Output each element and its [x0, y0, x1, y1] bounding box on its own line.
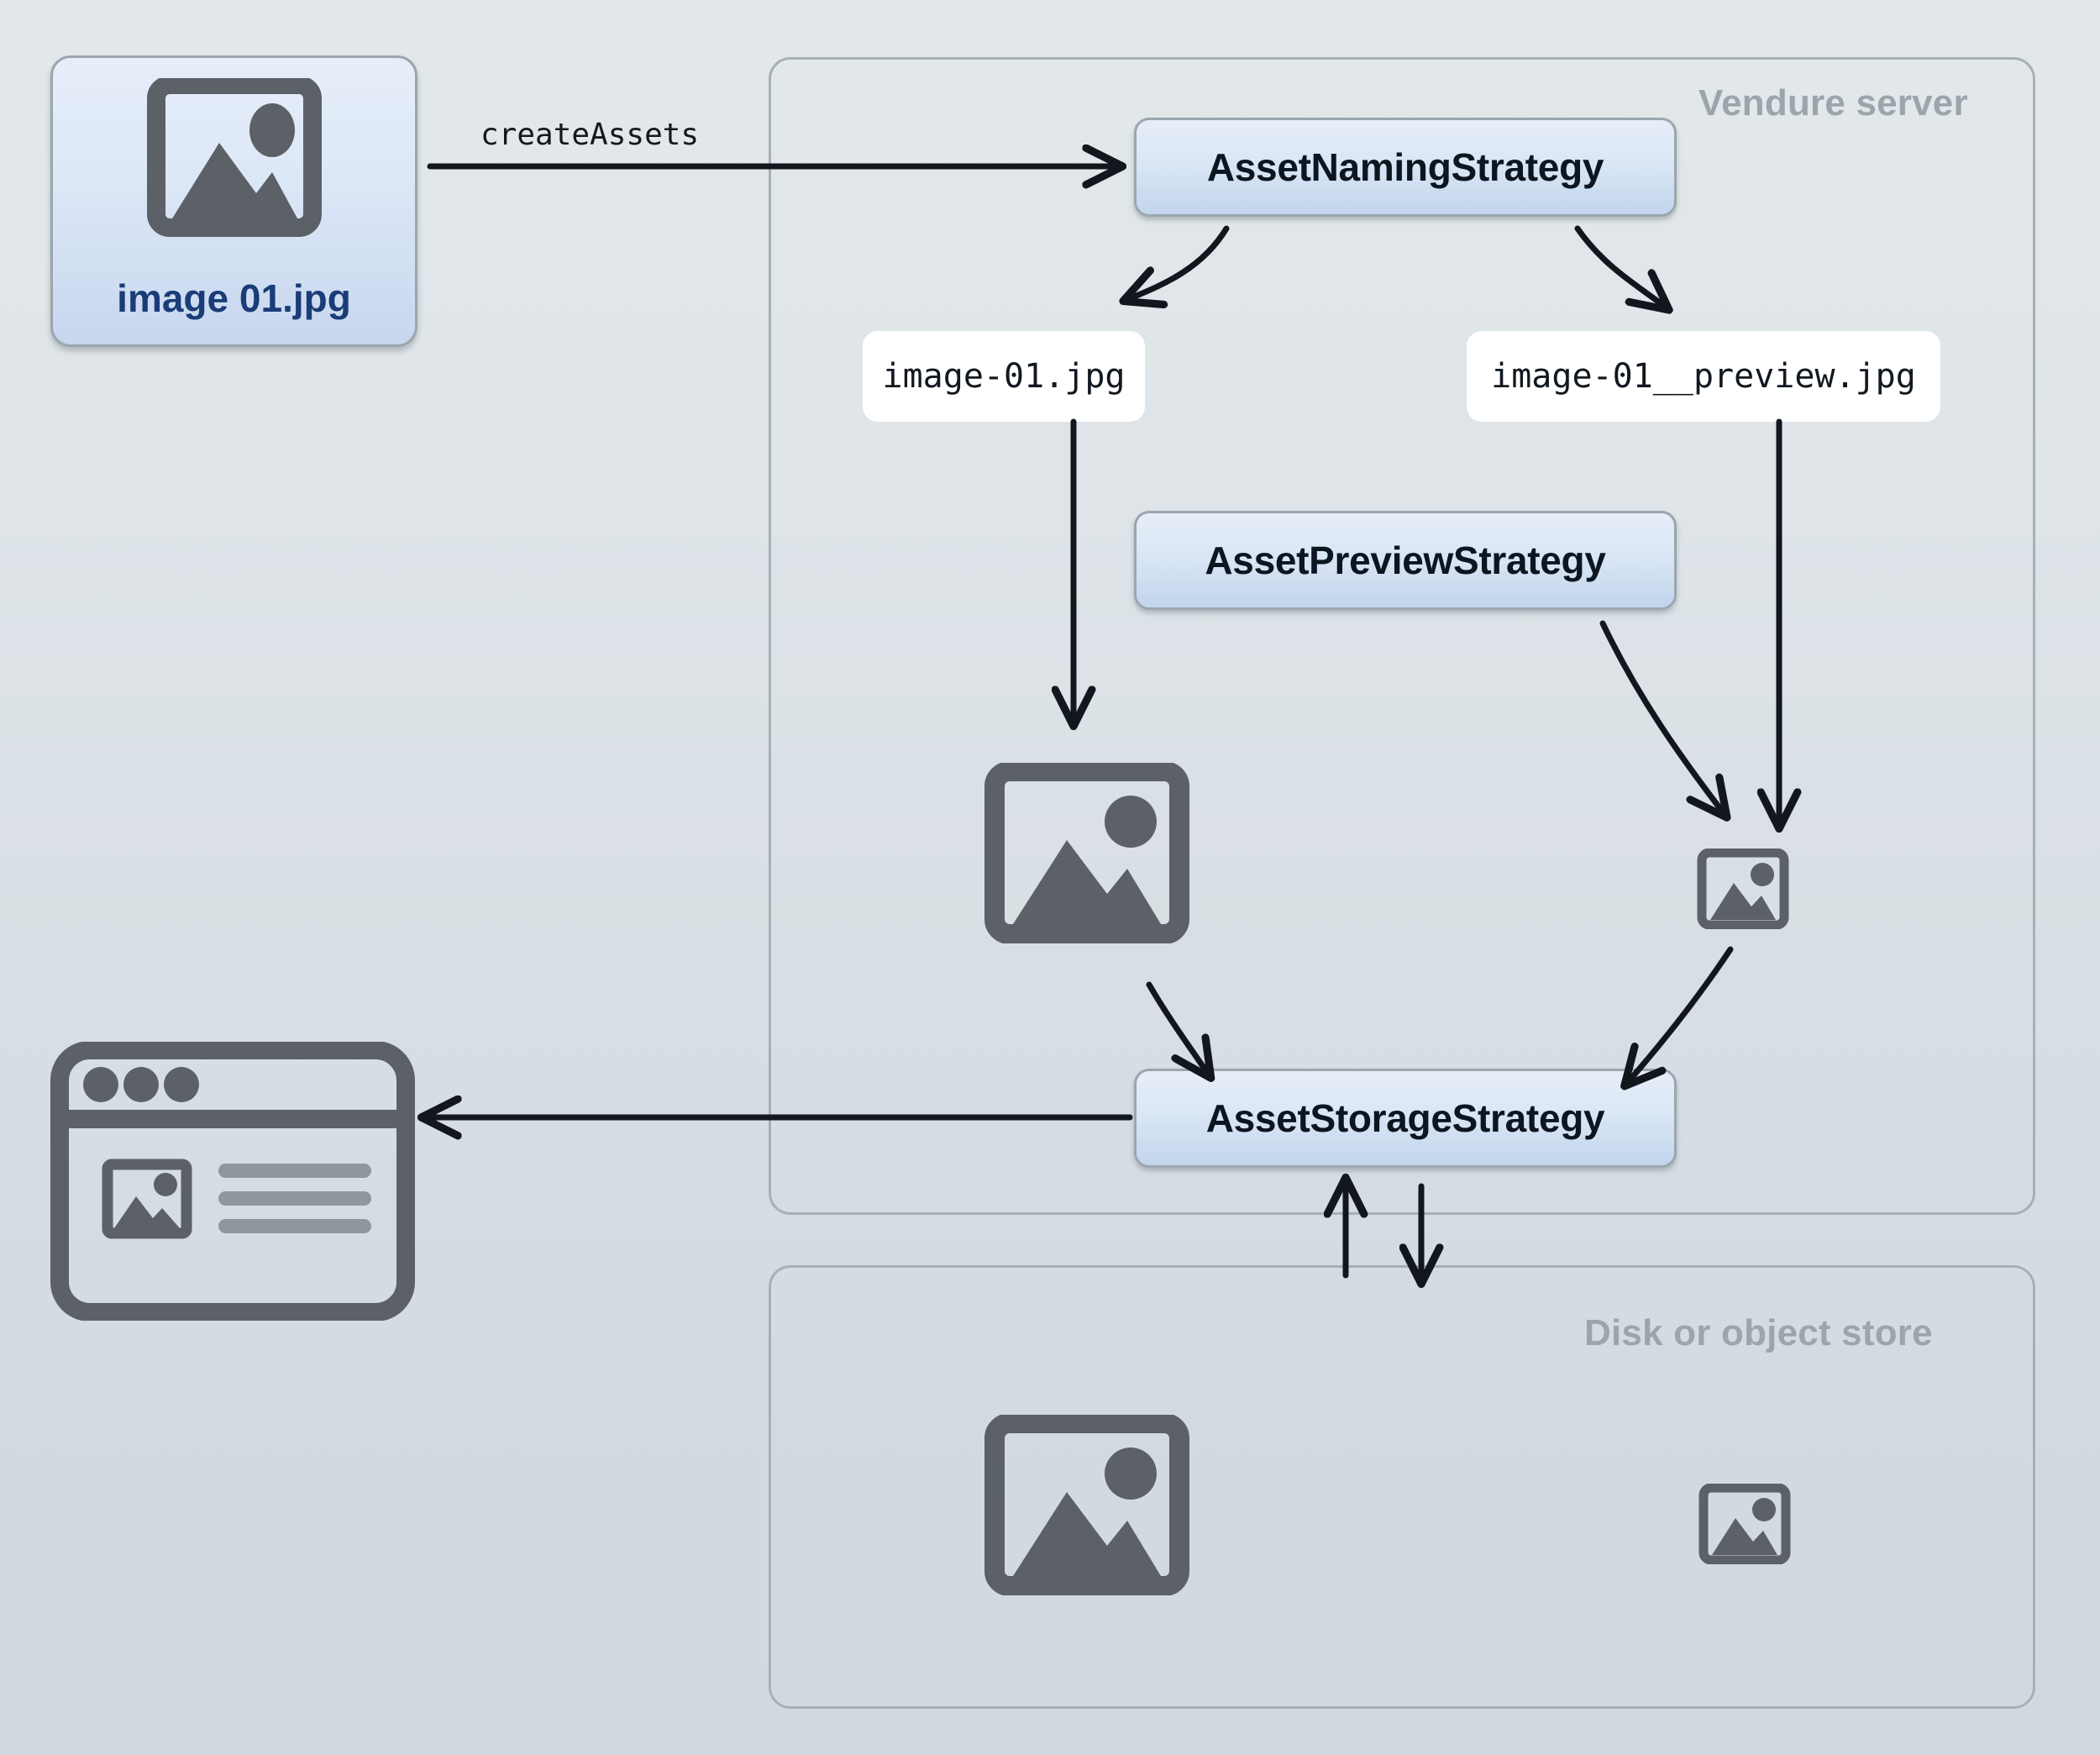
group-vendure-server — [769, 57, 2035, 1215]
browser-window-icon[interactable] — [49, 1041, 417, 1325]
window-dot — [83, 1067, 118, 1102]
asset-naming-strategy-box[interactable]: AssetNamingStrategy — [1134, 118, 1677, 217]
asset-preview-strategy-label: AssetPreviewStrategy — [1205, 539, 1606, 582]
server-preview-image-icon — [1697, 848, 1789, 933]
group-vendure-server-label: Vendure server — [1698, 82, 1968, 123]
source-asset-card[interactable]: image 01.jpg — [50, 55, 417, 347]
image-icon — [144, 76, 324, 250]
image-icon — [102, 1159, 192, 1239]
asset-storage-strategy-box[interactable]: AssetStorageStrategy — [1134, 1069, 1677, 1168]
text-line — [218, 1219, 371, 1233]
asset-naming-strategy-label: AssetNamingStrategy — [1206, 145, 1604, 189]
asset-preview-strategy-box[interactable]: AssetPreviewStrategy — [1134, 511, 1677, 610]
source-asset-label: image 01.jpg — [117, 276, 351, 320]
text-line — [218, 1191, 371, 1206]
preview-filename-label: image-01__preview.jpg — [1491, 357, 1916, 396]
store-preview-image-icon — [1698, 1483, 1791, 1568]
source-filename-pill: image-01.jpg — [863, 331, 1145, 422]
group-disk-or-object-store-label: Disk or object store — [1584, 1312, 1933, 1353]
window-frame — [50, 1041, 415, 1322]
store-full-image-icon — [984, 1413, 1189, 1600]
text-line — [218, 1164, 371, 1178]
asset-storage-strategy-label: AssetStorageStrategy — [1205, 1096, 1605, 1140]
edge-create-assets-label: createAssets — [480, 118, 700, 152]
source-filename-label: image-01.jpg — [882, 357, 1126, 396]
window-dot — [123, 1067, 159, 1102]
server-full-image-icon — [984, 761, 1189, 948]
preview-filename-pill: image-01__preview.jpg — [1467, 331, 1940, 422]
window-dot — [164, 1067, 199, 1102]
